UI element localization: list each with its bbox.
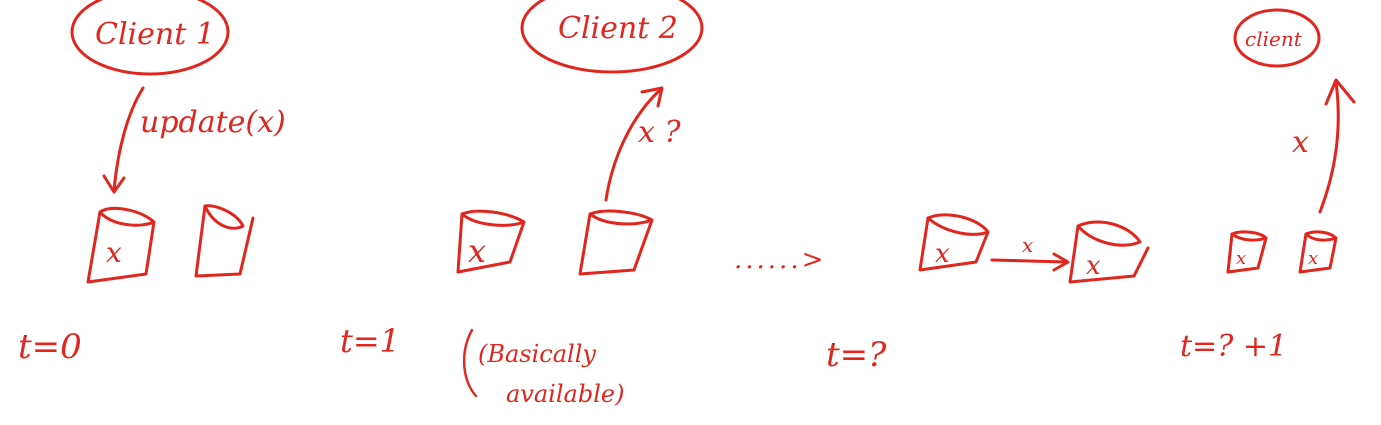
- sync-label: x: [1022, 233, 1033, 257]
- replica-6-value: x: [1086, 251, 1101, 281]
- client1-label: Client 1: [95, 17, 215, 52]
- time-t-unknown: t=?: [826, 335, 887, 375]
- replica-1-updated: [86, 206, 156, 284]
- client3-label: client: [1245, 27, 1303, 51]
- time-t0: t=0: [18, 327, 82, 367]
- read-arrow-head: [1324, 78, 1356, 106]
- update-label: update(x): [140, 105, 286, 140]
- replica-8-value: x: [1308, 248, 1318, 269]
- client2-bubble: [520, 0, 704, 74]
- replica-7-value: x: [1236, 248, 1246, 269]
- replica-6-target: [1068, 220, 1150, 284]
- query-arrow: [604, 88, 662, 202]
- basically-label: (Basically: [478, 340, 596, 368]
- read-arrow: [1318, 80, 1340, 214]
- replica-3-value: x: [468, 232, 486, 270]
- stage-t-next: client x x x t=? +1: [1180, 8, 1356, 364]
- sync-arrow: [990, 258, 1068, 264]
- time-t1: t=1: [340, 322, 400, 360]
- time-t-next: t=? +1: [1180, 329, 1287, 364]
- replica-7-synced: [1226, 230, 1268, 274]
- progress-dots: ......>: [734, 245, 826, 275]
- client3-bubble: [1233, 8, 1321, 68]
- available-label: available): [506, 380, 624, 408]
- paren-left: [462, 328, 478, 398]
- replica-5-source: [918, 213, 990, 272]
- replica-5-value: x: [935, 239, 950, 269]
- update-arrow: [112, 86, 145, 192]
- stage-t-unknown: x x x t=?: [826, 213, 1150, 375]
- replica-4-stale: [578, 209, 654, 276]
- client1-bubble: [70, 0, 230, 76]
- stage-t1: Client 2 x x ? t=1 (Basically available): [340, 0, 704, 408]
- query-label: x ?: [638, 115, 681, 150]
- replica-1-value: x: [106, 236, 122, 269]
- query-arrow-head: [640, 86, 664, 108]
- update-arrow-head: [102, 174, 126, 194]
- sync-arrow-head: [1052, 252, 1070, 272]
- read-label: x: [1292, 125, 1309, 160]
- client2-label: Client 2: [558, 11, 678, 46]
- stage-t0: Client 1 update(x) x t=0: [18, 0, 286, 367]
- replica-8-synced: [1298, 230, 1338, 274]
- replica-3-updated: [456, 209, 526, 274]
- replica-2-empty: [194, 204, 255, 278]
